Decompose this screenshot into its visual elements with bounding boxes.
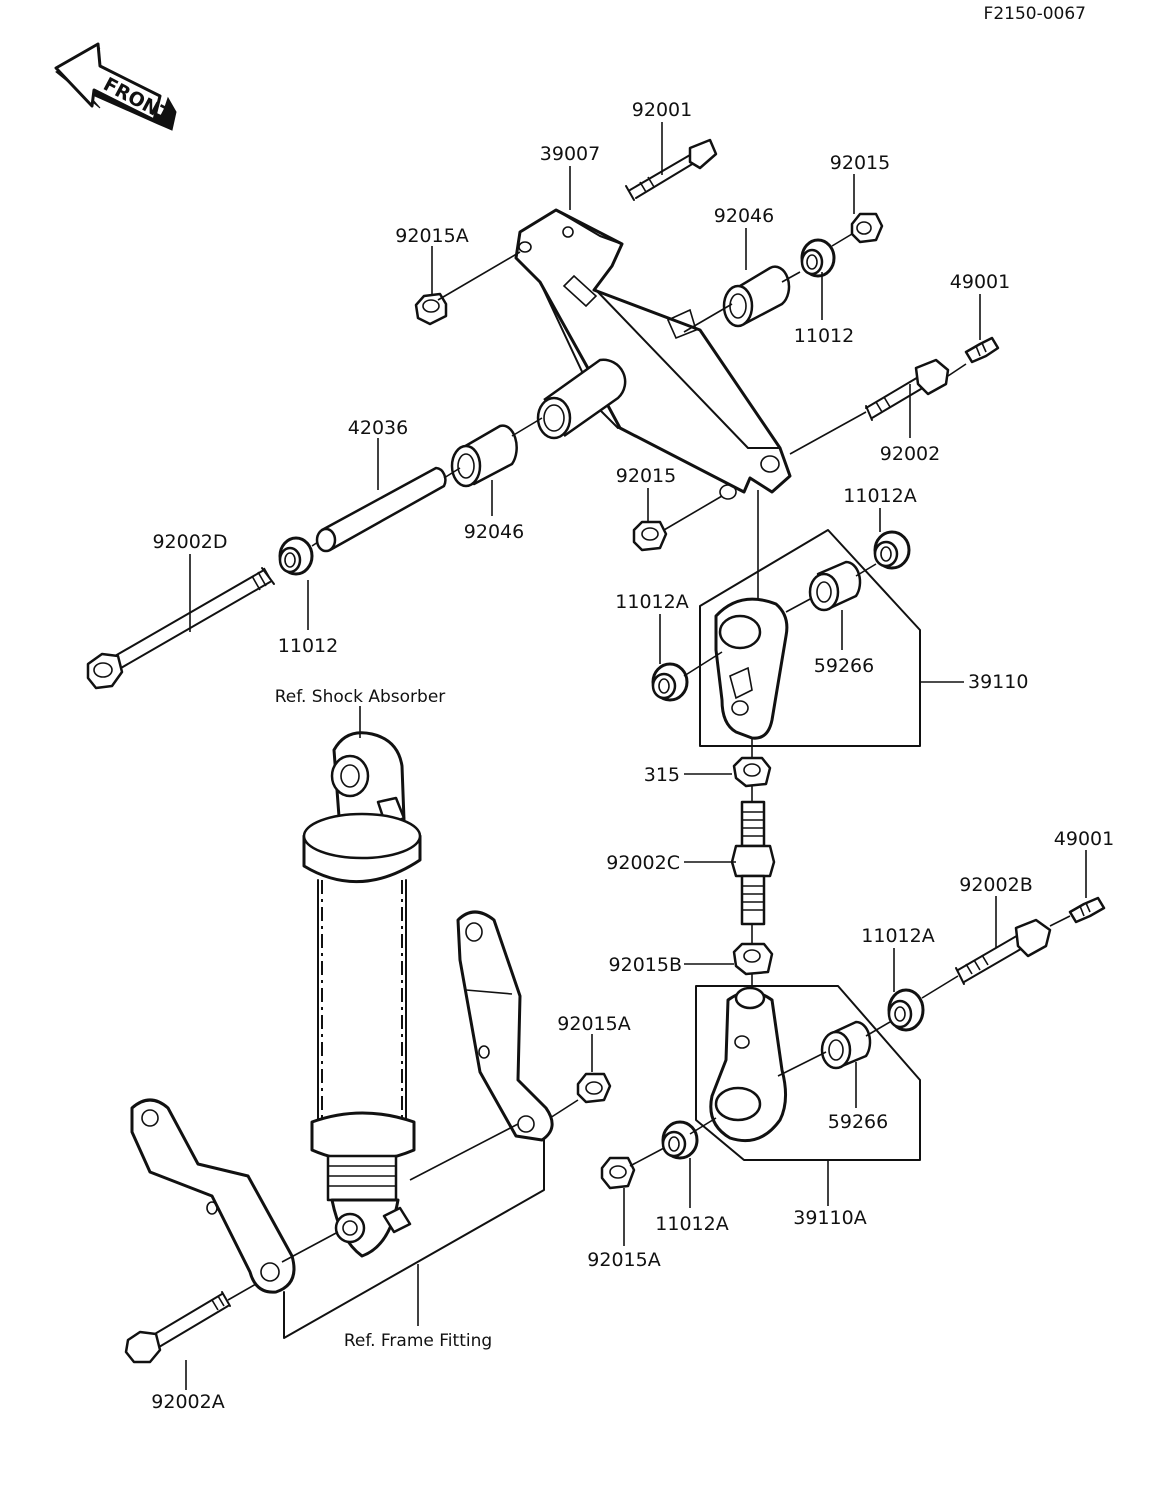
label-42036: 42036	[348, 417, 408, 439]
front-arrow-icon: FRONT	[54, 42, 177, 131]
nut-92015A-top	[414, 292, 448, 326]
seal-11012A-upper-left	[651, 662, 689, 702]
label-92002: 92002	[880, 443, 940, 465]
seal-11012-left	[278, 536, 314, 576]
label-11012-top: 11012	[794, 325, 854, 347]
bolt-92001	[625, 138, 718, 201]
label-92002A: 92002A	[151, 1391, 224, 1413]
label-315: 315	[644, 764, 680, 786]
label-92015A-top: 92015A	[395, 225, 468, 247]
grease-nipple-49001-bottom	[1068, 896, 1106, 924]
grease-nipple-49001-top	[964, 336, 1000, 364]
label-11012A-1: 11012A	[843, 485, 916, 507]
stud-92002C	[730, 800, 776, 926]
label-11012A-2: 11012A	[615, 591, 688, 613]
bushing-92046-mid	[450, 424, 518, 488]
label-11012-left: 11012	[278, 635, 338, 657]
bolt-92002B	[955, 918, 1052, 985]
label-92046-top: 92046	[714, 205, 774, 227]
shock-absorber	[302, 731, 422, 1258]
bearing-59266-upper	[808, 560, 862, 612]
label-92046-mid: 92046	[464, 521, 524, 543]
seal-11012A-upper-right	[873, 530, 911, 570]
label-92015A-bottom: 92015A	[587, 1249, 660, 1271]
bushing-92046-top	[722, 265, 791, 328]
label-92015-mid: 92015	[616, 465, 676, 487]
bolt-92002	[865, 358, 950, 421]
label-92015-top: 92015	[830, 152, 890, 174]
rocker-arm-39007	[514, 208, 792, 500]
ref-shock-absorber-label: Ref. Shock Absorber	[275, 687, 446, 707]
part-labels: 92001 39007 92015 92015A 92046 11012 490…	[151, 99, 1114, 1413]
diagram-code: F2150-0067	[984, 4, 1086, 24]
label-92015B: 92015B	[609, 954, 682, 976]
label-59266-lower: 59266	[828, 1111, 888, 1133]
label-92015A-mid: 92015A	[557, 1013, 630, 1035]
label-39110: 39110	[968, 671, 1028, 693]
nut-315	[732, 756, 772, 788]
seal-11012-top	[800, 238, 836, 278]
nut-92015B	[732, 942, 774, 976]
bolt-92002A	[124, 1291, 231, 1364]
ref-frame-fitting-label: Ref. Frame Fitting	[344, 1331, 492, 1351]
label-11012A-4: 11012A	[655, 1213, 728, 1235]
label-92002B: 92002B	[959, 874, 1032, 896]
label-49001-top: 49001	[950, 271, 1010, 293]
nut-92015A-mid	[576, 1072, 612, 1104]
seal-11012A-lower-left	[661, 1120, 699, 1160]
leader-lines	[185, 122, 1087, 1390]
nut-92015A-lower	[600, 1156, 636, 1190]
sleeve-42036	[315, 466, 447, 553]
label-39110A: 39110A	[793, 1207, 866, 1229]
label-92001: 92001	[632, 99, 692, 121]
nut-92015-top	[850, 212, 884, 244]
frame-fitting-right	[456, 910, 554, 1142]
label-49001-bottom: 49001	[1054, 828, 1114, 850]
assembly-lines	[227, 233, 1071, 1339]
bearing-59266-lower	[820, 1020, 872, 1070]
label-39007: 39007	[540, 143, 600, 165]
seal-11012A-lower-right	[887, 988, 925, 1032]
label-11012A-3: 11012A	[861, 925, 934, 947]
bolt-92002D	[86, 567, 275, 690]
label-92002D: 92002D	[152, 531, 227, 553]
link-39110	[714, 597, 789, 740]
label-92002C: 92002C	[606, 852, 680, 874]
frame-fitting-left	[130, 1098, 296, 1294]
label-59266-upper: 59266	[814, 655, 874, 677]
nut-92015-mid	[632, 520, 668, 552]
link-39110A	[709, 986, 787, 1143]
